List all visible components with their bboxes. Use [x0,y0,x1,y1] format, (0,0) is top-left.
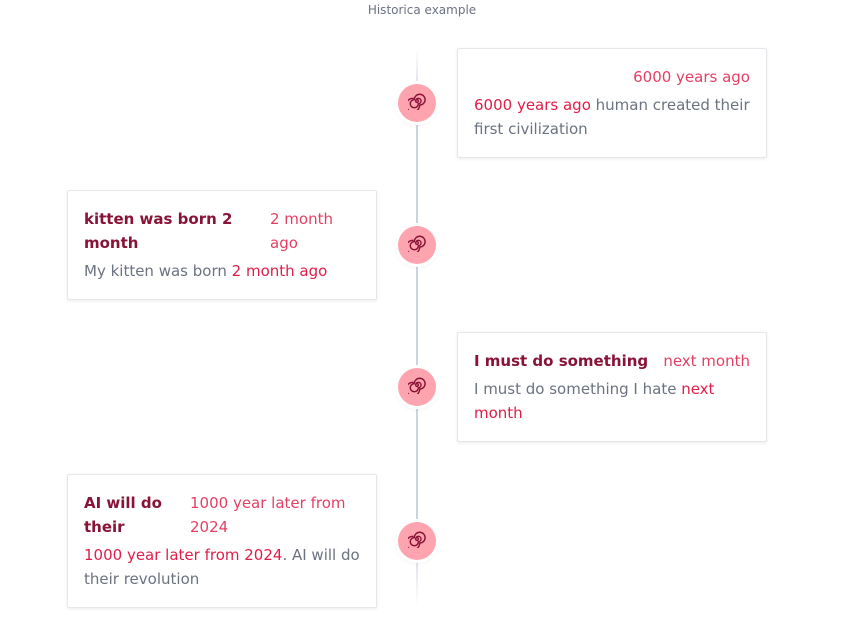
timeline-marker [398,84,436,122]
event-time: 1000 year later from 2024 [190,494,346,536]
spiral-icon [405,376,426,398]
event-card: I must do something next month I must do… [457,332,767,442]
event-description: 6000 years ago human created their first… [474,93,750,141]
event-description-text: I must do something I hate [474,380,682,398]
timeline-marker [398,368,436,406]
event-time-highlight: 6000 years ago [474,96,591,114]
event-time: 2 month ago [270,210,333,252]
spiral-icon [405,530,426,552]
timeline-marker [398,226,436,264]
event-description-text: My kitten was born [84,262,232,280]
event-title: I must do something [474,352,649,370]
event-card: AI will do their 1000 year later from 20… [67,474,377,608]
event-time-highlight: 2 month ago [231,262,328,280]
event-time: next month [663,352,750,370]
event-description-text: . AI will do their revolution [84,546,360,588]
spiral-icon [405,92,426,114]
page-caption: Historica example [367,3,477,17]
event-description: My kitten was born 2 month ago [84,259,360,283]
event-time: 6000 years ago [633,68,750,86]
event-description: I must do something I hate next month [474,377,750,425]
timeline-marker [398,522,436,560]
event-title: kitten was born 2 month [84,210,233,252]
event-time-highlight: next month [474,380,715,422]
event-time-highlight: 1000 year later from 2024 [84,546,283,564]
event-title: AI will do their [84,494,162,536]
event-card: kitten was born 2 month 2 month ago My k… [67,190,377,300]
spiral-icon [405,234,426,256]
event-description-text: human created their first civilization [474,96,750,138]
event-description: 1000 year later from 2024. AI will do th… [84,543,360,591]
event-card: 6000 years ago 6000 years ago human crea… [457,48,767,158]
timeline-line [416,48,418,606]
